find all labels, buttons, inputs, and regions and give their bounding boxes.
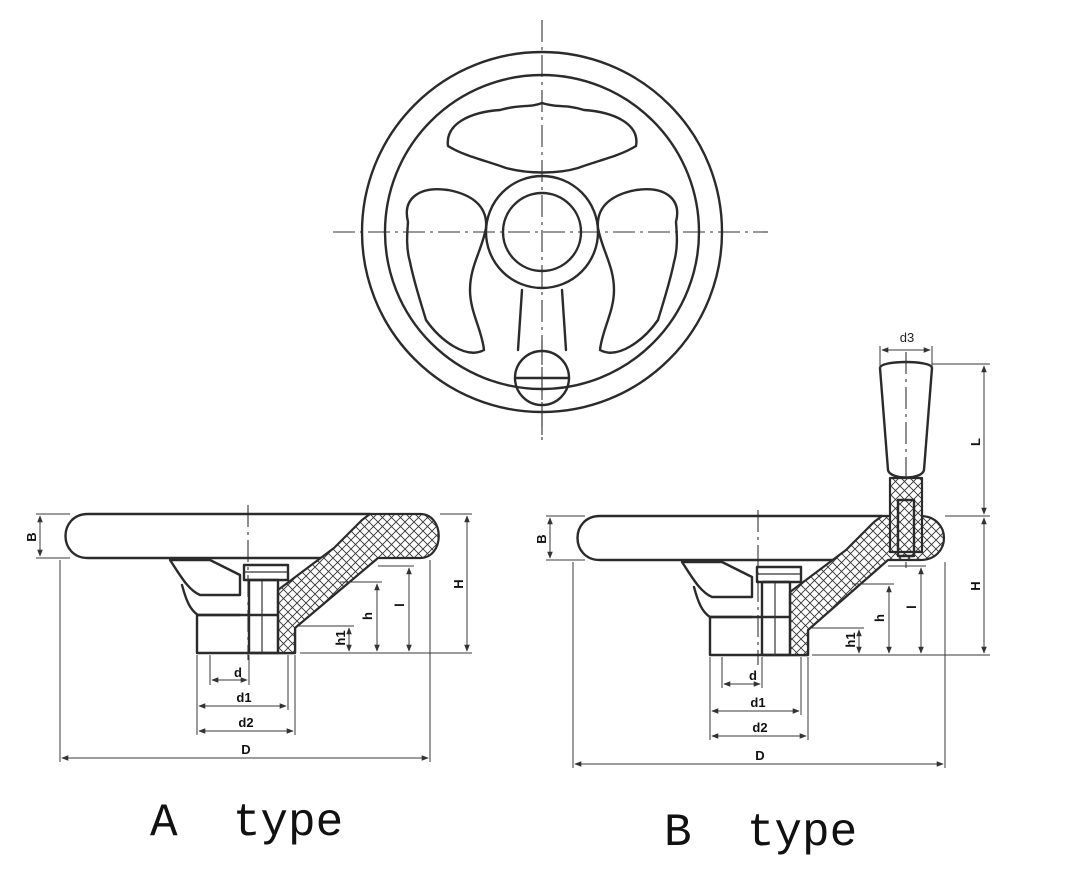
b-type-caption: B type bbox=[664, 807, 857, 859]
b-type-dim-H-label: H bbox=[968, 581, 983, 590]
hub-bore-circle bbox=[501, 191, 583, 273]
a-type-side-view: B H l h h1 d d1 d2 bbox=[24, 505, 472, 762]
a-type-dim-d2-label: d2 bbox=[238, 715, 253, 730]
a-type-spoke-left bbox=[168, 558, 242, 597]
b-type-dim-h1-label: h1 bbox=[843, 632, 858, 647]
a-type-dim-D-label: D bbox=[241, 742, 250, 757]
spoke-opening-left bbox=[405, 188, 488, 354]
a-type-dim-l-label: l bbox=[392, 603, 407, 607]
b-type-dim-l-label: l bbox=[904, 605, 919, 609]
b-type-spoke-left bbox=[680, 560, 754, 599]
a-type-section-hatch bbox=[276, 512, 440, 655]
bottom-spoke-left-edge bbox=[516, 288, 524, 352]
a-type-dim-h1-label: h1 bbox=[333, 630, 348, 645]
b-type-handle-pin-hatch bbox=[888, 476, 924, 554]
b-type-dim-d2-label: d2 bbox=[752, 720, 767, 735]
b-type-dim-D-label: D bbox=[755, 748, 764, 763]
b-type-dim-h-label: h bbox=[872, 614, 887, 622]
b-type-rim-left bbox=[576, 514, 884, 562]
a-type-dim-h-label: h bbox=[360, 612, 375, 620]
a-type-dim-H-label: H bbox=[451, 579, 466, 588]
spoke-opening-right bbox=[596, 188, 679, 354]
b-type-dim-d3-label: d3 bbox=[900, 330, 914, 345]
top-view bbox=[333, 20, 768, 440]
b-type-side-view: d3 L H B l h h1 bbox=[534, 330, 990, 768]
b-type-dim-B-label: B bbox=[534, 534, 549, 543]
a-type-caption: A type bbox=[150, 797, 343, 849]
b-type-crank-handle-grip bbox=[878, 360, 934, 479]
hub-outer-circle bbox=[484, 174, 600, 290]
b-type-handle-pin bbox=[896, 498, 916, 558]
bottom-spoke-right-edge bbox=[560, 288, 568, 352]
b-type-dim-d1-label: d1 bbox=[750, 695, 765, 710]
a-type-rim-left bbox=[64, 512, 372, 560]
a-type-dim-d1-label: d1 bbox=[236, 690, 251, 705]
b-type-dim-L-label: L bbox=[968, 438, 983, 446]
a-type-bore bbox=[247, 578, 280, 655]
spoke-opening-top bbox=[446, 101, 638, 174]
b-type-dim-d-label: d bbox=[749, 668, 757, 683]
a-type-dim-B-label: B bbox=[24, 532, 39, 541]
b-type-bore bbox=[760, 580, 792, 657]
a-type-dim-d-label: d bbox=[234, 665, 242, 680]
